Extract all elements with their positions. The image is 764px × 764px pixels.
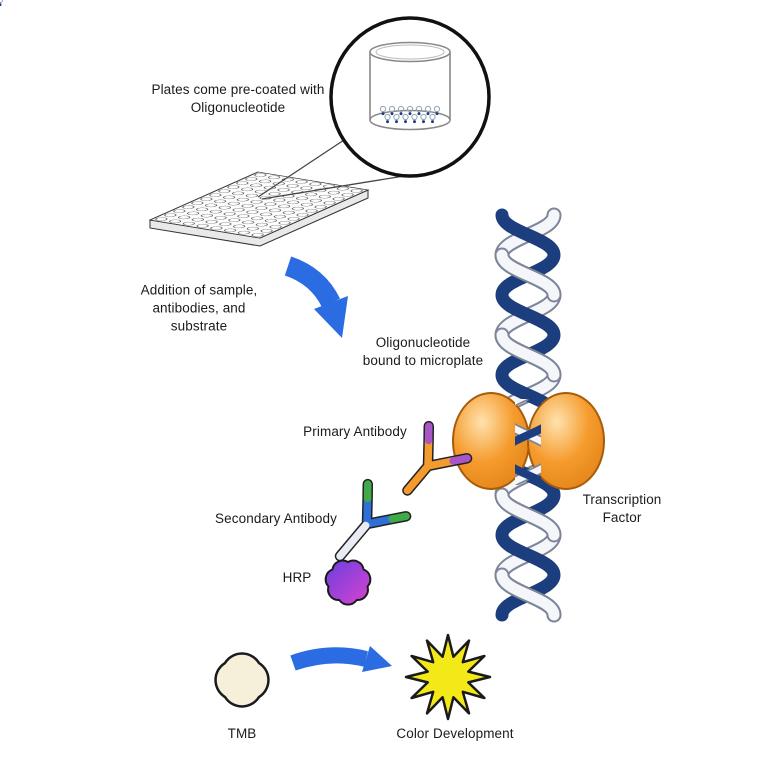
arrow-addition-icon bbox=[284, 256, 348, 338]
magnifier-callout-lines bbox=[257, 139, 405, 200]
label-oligo-bound: Oligonucleotide bound to microplate bbox=[362, 335, 484, 368]
arrow-development-icon bbox=[290, 646, 392, 672]
label-plate-precoat: Plates come pre-coated with Oligonucleot… bbox=[151, 82, 325, 115]
secondary-antibody-icon bbox=[334, 478, 412, 562]
hrp-enzyme-icon bbox=[324, 559, 372, 606]
label-secondary-antibody: Secondary Antibody bbox=[215, 511, 337, 527]
oligonucleotide-coating-icon bbox=[0, 0, 441, 124]
tmb-substrate-icon bbox=[214, 652, 270, 708]
color-burst-icon bbox=[404, 633, 492, 721]
well-cylinder-icon bbox=[369, 41, 451, 131]
label-addition: Addition of sample, antibodies, and subs… bbox=[140, 282, 258, 333]
label-transcription-factor: Transcription Factor bbox=[582, 492, 662, 525]
label-hrp: HRP bbox=[282, 570, 312, 586]
microplate-top bbox=[148, 171, 370, 239]
label-color-development: Color Development bbox=[396, 726, 514, 742]
label-primary-antibody: Primary Antibody bbox=[303, 424, 407, 440]
transcription-factor-icon bbox=[452, 392, 605, 490]
magnifier-circle bbox=[0, 0, 491, 178]
well-row bbox=[155, 173, 267, 221]
label-tmb: TMB bbox=[227, 726, 257, 742]
primary-antibody-icon bbox=[402, 420, 473, 496]
dna-pinched-segment bbox=[515, 399, 541, 485]
microplate-icon bbox=[148, 171, 370, 247]
